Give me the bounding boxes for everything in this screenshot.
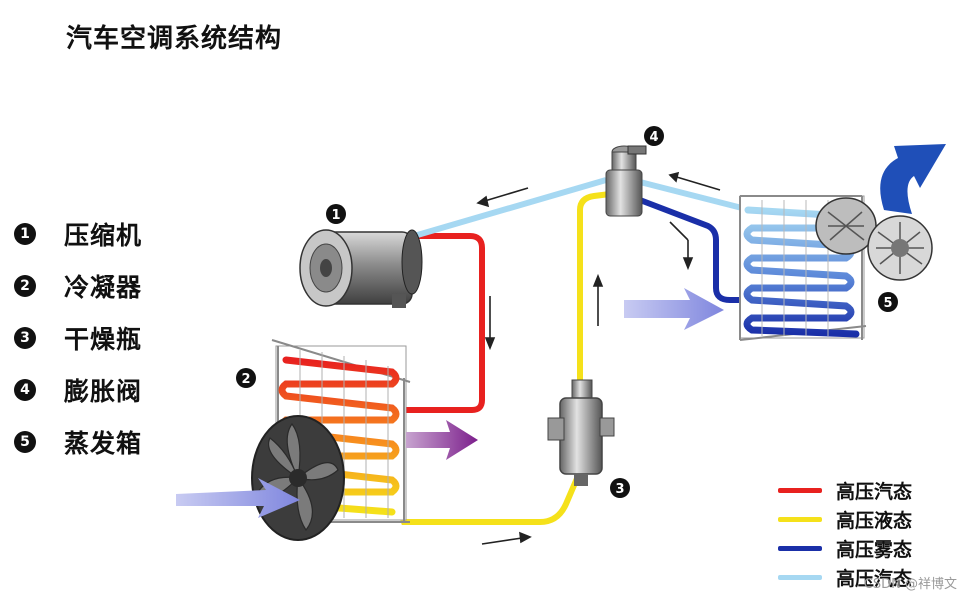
- component-label: 蒸发箱: [64, 429, 143, 458]
- component-label: 压缩机: [64, 221, 143, 250]
- component-item-dryer: 3 干燥瓶: [14, 312, 142, 364]
- component-number-badge: 3: [14, 327, 36, 349]
- pipe-mist-to-evaporator: [638, 197, 742, 303]
- legend-item-mist: 高压雾态: [778, 534, 912, 563]
- evaporator-coil: [743, 206, 860, 338]
- diagram-marker-condenser: 2: [236, 368, 256, 388]
- hot-air-outflow-arrow: [406, 420, 478, 460]
- legend-swatch: [778, 546, 822, 551]
- component-item-condenser: 2 冷凝器: [14, 260, 142, 312]
- legend-item-hot-gas: 高压汽态: [778, 476, 912, 505]
- legend-label: 高压汽态: [836, 568, 913, 590]
- legend-label: 高压雾态: [836, 539, 913, 561]
- evaporator-blower: [815, 197, 933, 281]
- legend-item-liquid: 高压液态: [778, 505, 912, 534]
- pipe-low-pressure-gas-suction: [413, 177, 607, 239]
- expansion-valve: [605, 145, 647, 217]
- evaporator-air-inflow-arrow: [624, 288, 724, 330]
- component-label: 冷凝器: [64, 273, 143, 302]
- diagram-marker-evaporator: 5: [878, 292, 898, 312]
- component-number-badge: 1: [14, 223, 36, 245]
- component-item-compressor: 1 压缩机: [14, 208, 142, 260]
- marker-number: 1: [331, 208, 340, 223]
- pipe-evaporator-return: [639, 179, 743, 211]
- component-label: 膨胀阀: [64, 377, 143, 406]
- air-inflow-arrow: [176, 478, 300, 518]
- legend-label: 高压液态: [836, 510, 913, 532]
- cooled-air-outflow-arrow: [880, 144, 946, 214]
- diagram-marker-compressor: 1: [326, 204, 346, 224]
- diagram-marker-expansion-valve: 4: [644, 126, 664, 146]
- legend-swatch: [778, 575, 822, 580]
- watermark: CSDN @祥博文: [863, 577, 957, 592]
- component-label: 干燥瓶: [64, 325, 143, 354]
- legend-swatch: [778, 517, 822, 522]
- legend: 高压汽态 高压液态 高压雾态 高压汽态: [778, 476, 912, 592]
- component-item-evaporator: 5 蒸发箱: [14, 416, 142, 468]
- flow-arrows: [476, 171, 721, 545]
- pipe-high-pressure-liquid: [395, 474, 581, 525]
- component-number-badge: 5: [14, 431, 36, 453]
- component-number-badge: 4: [14, 379, 36, 401]
- marker-number: 3: [615, 482, 624, 497]
- diagram-title: 汽车空调系统结构: [66, 24, 283, 54]
- pipe-liquid-to-valve: [577, 191, 611, 392]
- pipe-high-pressure-gas: [398, 233, 485, 413]
- component-list: 1 压缩机 2 冷凝器 3 干燥瓶 4 膨胀阀 5 蒸发箱: [14, 208, 142, 468]
- marker-number: 4: [649, 130, 658, 145]
- diagram-marker-dryer: 3: [610, 478, 630, 498]
- legend-item-cool-gas: 高压汽态: [778, 563, 912, 592]
- compressor: [299, 229, 423, 308]
- marker-number: 2: [241, 372, 250, 387]
- condenser-fan: [251, 415, 345, 541]
- legend-label: 高压汽态: [836, 481, 913, 503]
- component-item-expansion-valve: 4 膨胀阀: [14, 364, 142, 416]
- component-number-badge: 2: [14, 275, 36, 297]
- marker-number: 5: [883, 296, 892, 311]
- evaporator: [739, 195, 867, 341]
- dryer-receiver: [547, 379, 615, 486]
- legend-swatch: [778, 488, 822, 493]
- condenser-coil: [278, 356, 400, 516]
